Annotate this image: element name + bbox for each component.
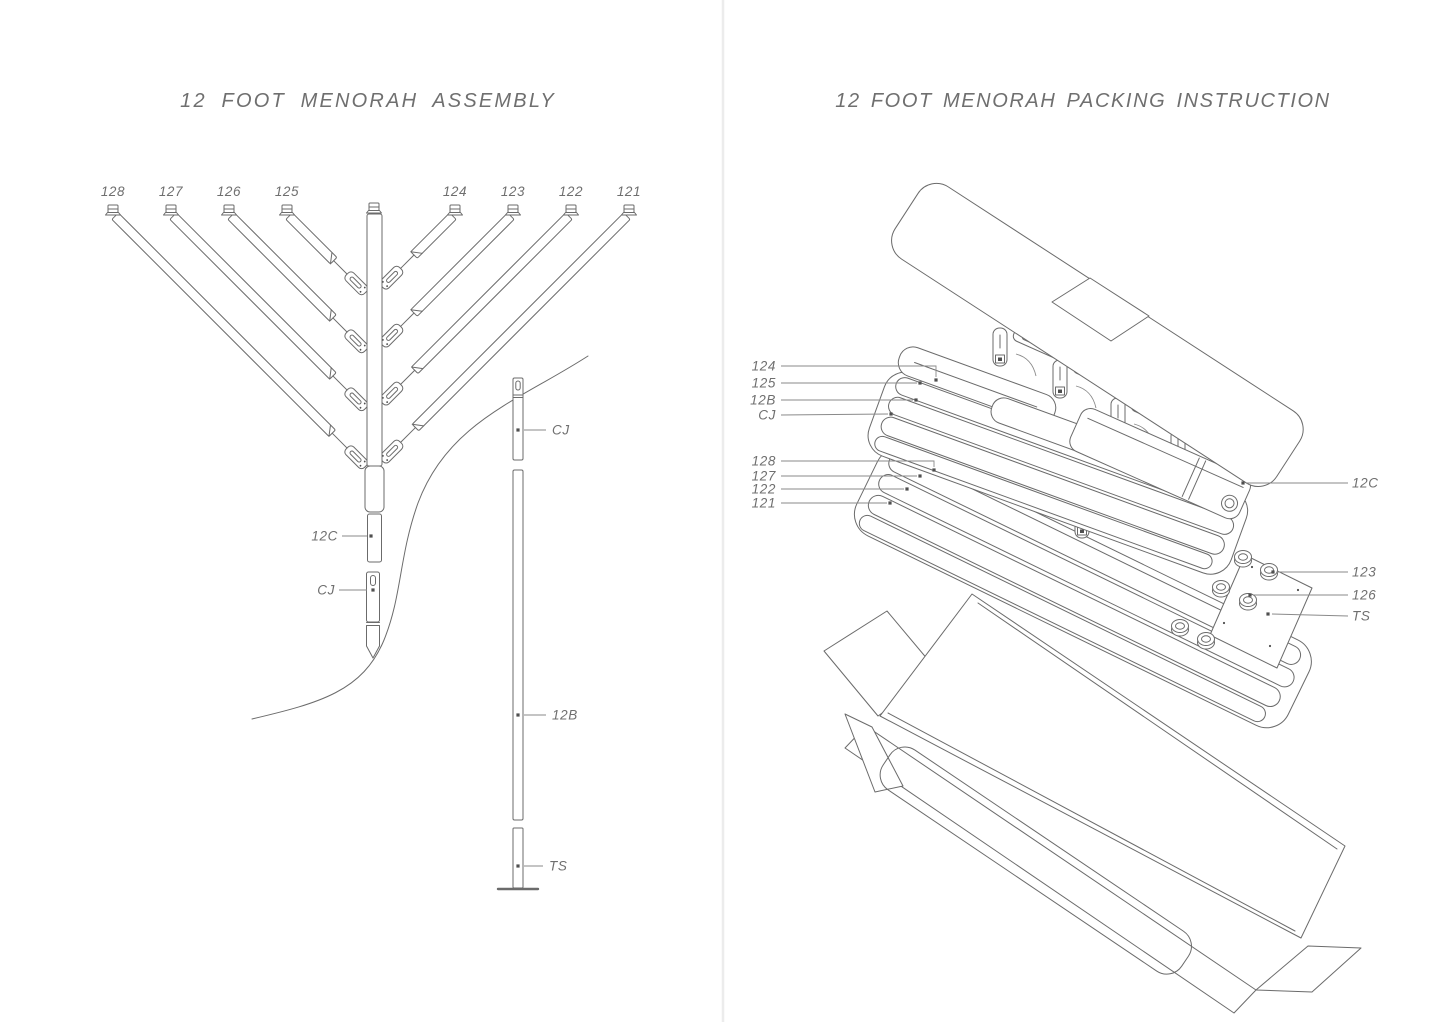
shipping-box [823,593,1362,1014]
branch-label-122: 122 [559,184,583,199]
upper-tray [867,346,1249,575]
callout-121: 121 [752,496,776,511]
packing-callouts-right: 12C 123 126 TS [1241,476,1378,624]
branch-126 [227,212,370,355]
box-inner-liner [879,746,1192,975]
lower-tray [853,447,1312,729]
callout-125: 125 [752,376,776,391]
box-flap-bottom-left [844,713,904,793]
branch-128 [111,212,370,471]
branch-123 [377,212,515,350]
branch-label-124: 124 [443,184,467,199]
callout-123-pack: 123 [1352,565,1376,580]
branch-127 [169,212,370,413]
packed-shaft-12c [1069,408,1251,520]
branch-label-123: 123 [501,184,525,199]
cup-plate [1209,554,1313,669]
candle-cup-icons [105,202,637,216]
callout-cj-pack: CJ [758,408,776,423]
branch-labels: 128 127 126 125 124 123 122 121 [101,184,641,199]
divider-curve [251,355,589,720]
lid-label-patch [1051,277,1150,342]
packing-diagram: 12 FOOT MENORAH PACKING INSTRUCTION [750,90,1378,1014]
branch-label-121: 121 [617,184,641,199]
pole-sections [496,377,540,891]
callout-12c: 12C [311,529,338,544]
callout-ts: TS [549,859,567,874]
callout-12b-pack: 12B [750,393,776,408]
branch-label-128: 128 [101,184,125,199]
branch-122 [377,212,573,408]
branch-label-127: 127 [159,184,183,199]
box-flap-right [1255,945,1362,993]
center-joint [366,571,380,659]
branch-124 [377,212,457,292]
callout-127: 127 [752,469,776,484]
callout-ts-pack: TS [1352,609,1370,624]
branch-121 [377,212,631,466]
center-shaft [364,213,385,563]
branch-label-126: 126 [217,184,241,199]
callout-124: 124 [752,359,776,374]
callout-12c-pack: 12C [1352,476,1379,491]
packing-title: 12 FOOT MENORAH PACKING INSTRUCTION [835,90,1330,112]
callout-12b: 12B [552,708,578,723]
assembly-diagram: 12 FOOT MENORAH ASSEMBLY 128 127 126 125… [101,90,641,891]
callout-128: 128 [752,454,776,469]
packing-callouts-left-top: 124 125 12B CJ [750,359,938,423]
assembly-title: 12 FOOT MENORAH ASSEMBLY [180,90,556,112]
assembly-callouts: 12C CJ CJ 12B TS [311,423,577,874]
callout-cj-shaft: CJ [317,583,335,598]
callout-cj-pole: CJ [552,423,570,438]
box-back-panel [879,593,1346,939]
callout-126-pack: 126 [1352,588,1376,603]
branch-label-125: 125 [275,184,299,199]
callout-122: 122 [752,482,776,497]
box-front-wall [844,725,1257,1014]
branch-125 [285,212,370,297]
packing-callouts-left-bottom: 128 127 122 121 [752,454,936,511]
